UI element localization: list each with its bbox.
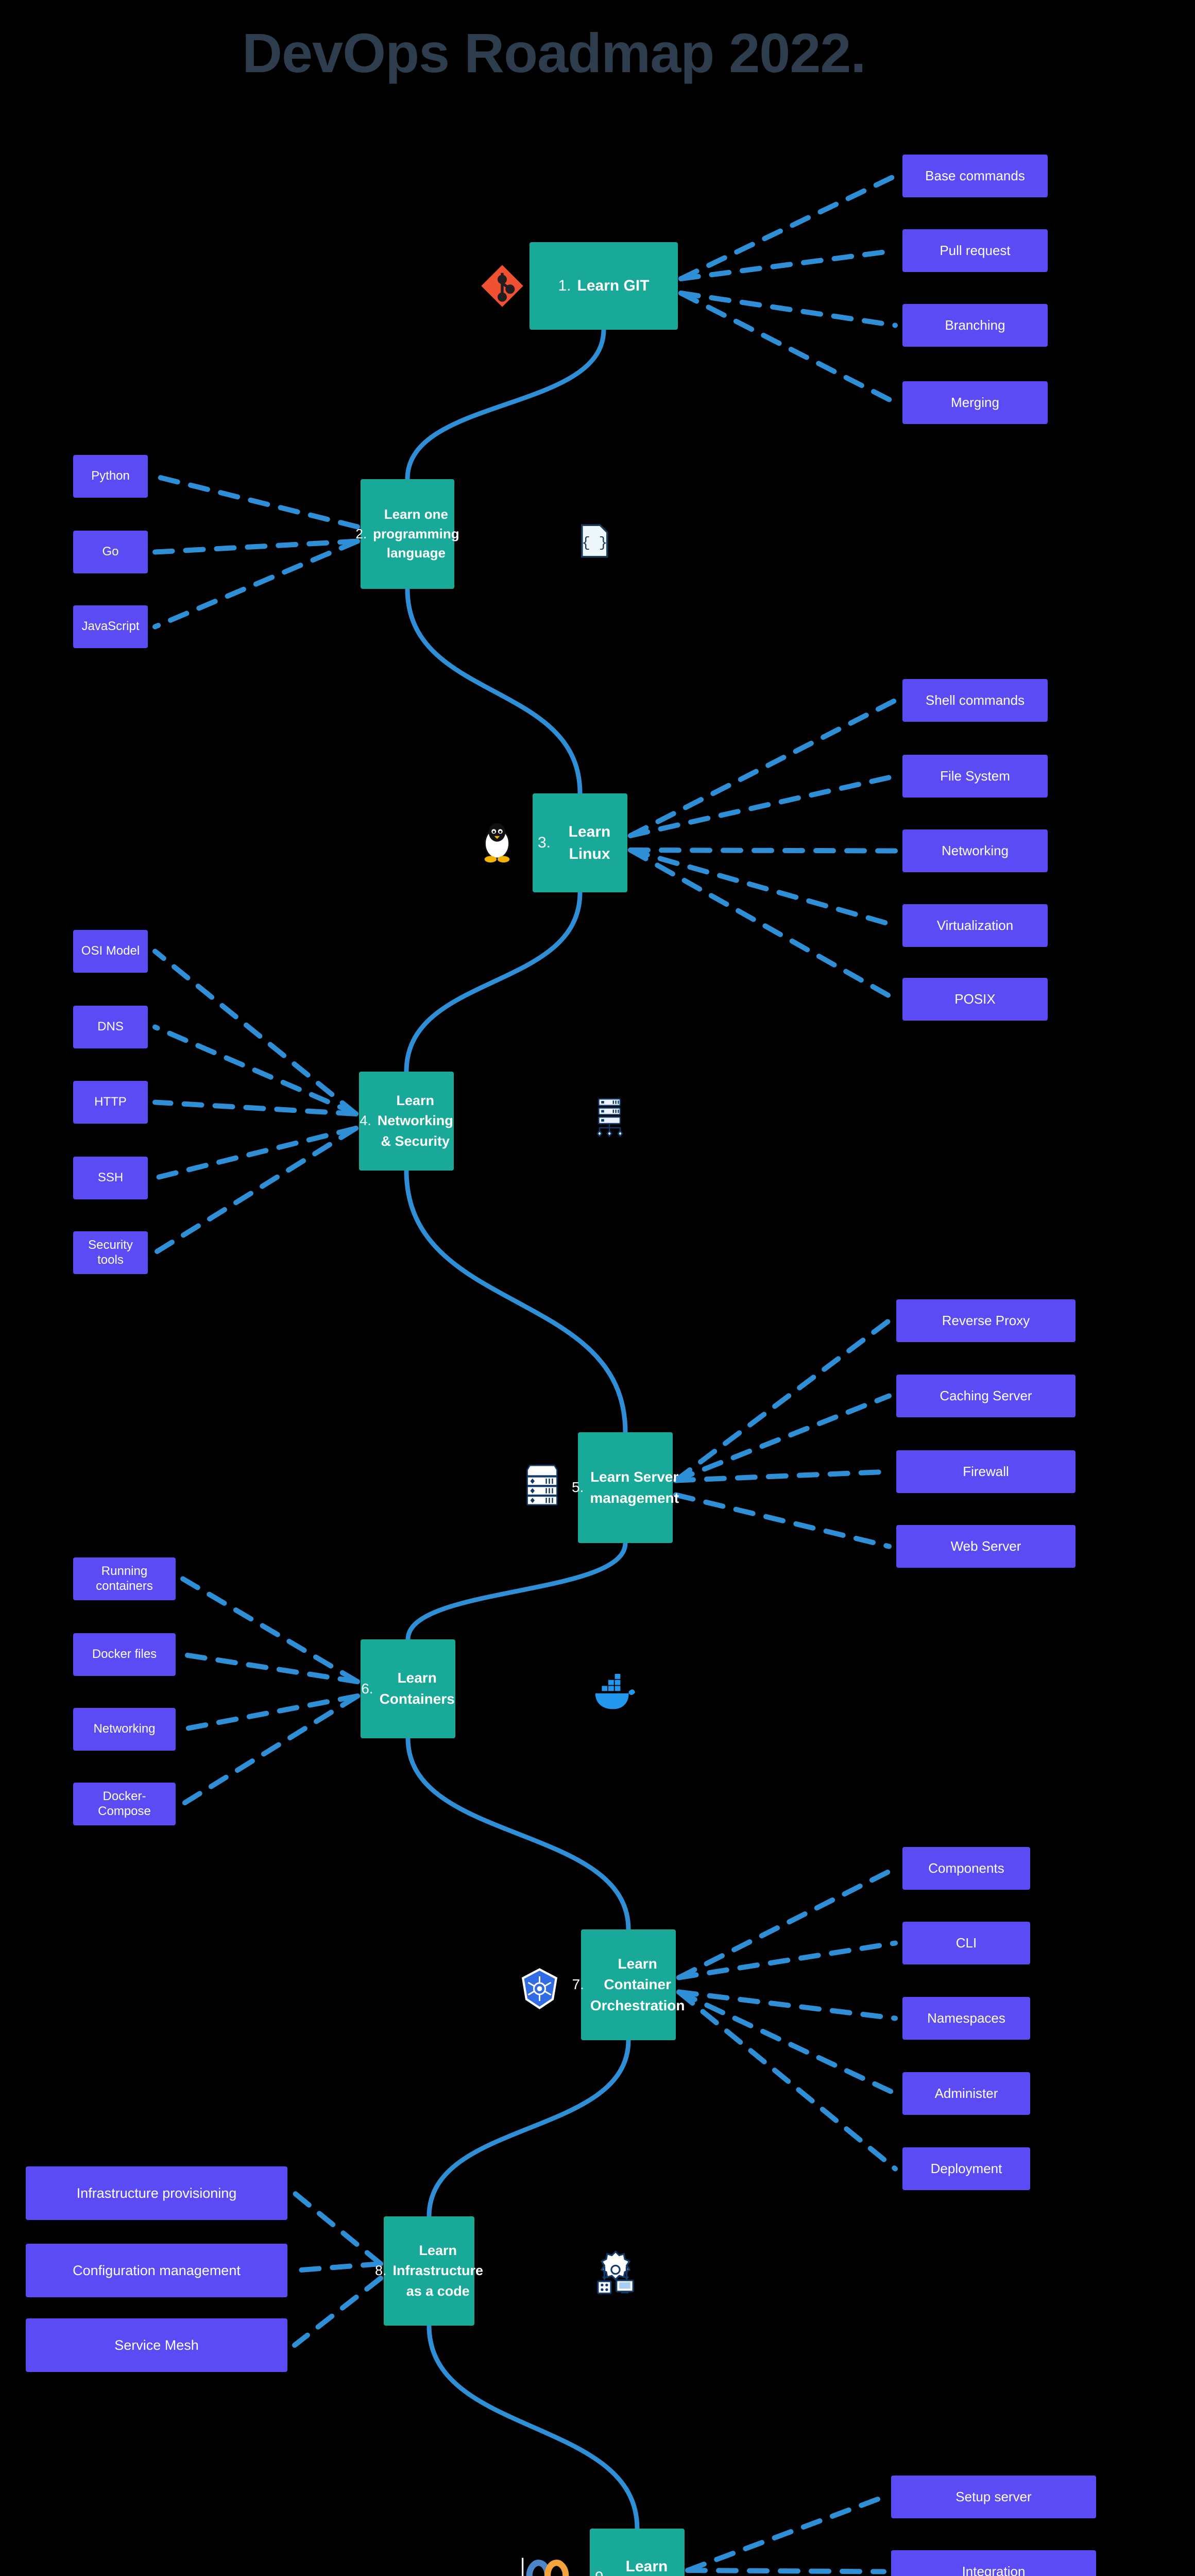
roadmap-step-6[interactable]: 6. Learn Containers <box>361 1639 455 1738</box>
roadmap-topic[interactable]: Branching <box>902 304 1048 347</box>
step-number: 9. <box>595 2566 608 2576</box>
step-title: Learn GIT <box>577 277 650 295</box>
roadmap-topic[interactable]: DNS <box>73 1006 148 1048</box>
roadmap-step-5[interactable]: 5. Learn Server management <box>572 1432 679 1543</box>
infrastructure-gear-icon <box>597 2250 634 2294</box>
roadmap-step-7[interactable]: 7. Learn Container Orchestration <box>572 1929 685 2040</box>
roadmap-topic[interactable]: Docker files <box>73 1633 176 1676</box>
git-icon-wrap <box>479 255 525 317</box>
step-number: 8. <box>374 2263 387 2279</box>
step-title: Learn Container Orchestration <box>590 1955 685 2013</box>
roadmap-topic[interactable]: Components <box>902 1847 1030 1890</box>
roadmap-topic[interactable]: File System <box>902 755 1048 798</box>
step-number: 6. <box>361 1680 373 1697</box>
page-title: DevOps Roadmap 2022. <box>242 22 866 84</box>
network-server-icon-wrap <box>591 1087 633 1144</box>
roadmap-topic[interactable]: Virtualization <box>902 904 1048 947</box>
server-rack-icon <box>526 1465 558 1506</box>
code-file-icon-wrap: { } <box>577 515 613 567</box>
roadmap-step-8[interactable]: 8. Learn Infrastructure as a code <box>375 2216 483 2326</box>
devops-infinity-icon-wrap <box>519 2545 576 2576</box>
roadmap-topic[interactable]: Networking <box>73 1708 176 1751</box>
step-title: Learn Containers <box>379 1670 455 1707</box>
step-title: Learn one programming language <box>373 506 459 561</box>
docker-whale-icon <box>595 1674 636 1709</box>
svg-text:{ }: { } <box>582 535 607 551</box>
kubernetes-helm-icon-wrap <box>518 1958 561 2020</box>
roadmap-topic[interactable]: Security tools <box>73 1231 148 1274</box>
roadmap-topic[interactable]: Namespaces <box>902 1997 1030 2040</box>
roadmap-step-2[interactable]: 2. Learn one programming language <box>355 479 459 589</box>
roadmap-topic[interactable]: Caching Server <box>896 1375 1076 1417</box>
roadmap-topic[interactable]: Pull request <box>902 229 1048 272</box>
step-title: Learn CI/CD <box>625 2557 668 2575</box>
roadmap-topic[interactable]: Integration <box>891 2550 1096 2576</box>
docker-whale-icon-wrap <box>590 1664 636 1721</box>
step-number: 3. <box>538 834 551 852</box>
roadmap-topic[interactable]: OSI Model <box>73 930 148 973</box>
infrastructure-gear-icon-wrap <box>592 2241 639 2303</box>
roadmap-topic[interactable]: Merging <box>902 381 1048 424</box>
roadmap-topic[interactable]: Web Server <box>896 1525 1076 1568</box>
roadmap-topic[interactable]: Networking <box>902 829 1048 872</box>
step-number: 1. <box>558 277 571 295</box>
linux-penguin-icon-wrap <box>474 809 520 871</box>
step-number: 7. <box>572 1976 584 1993</box>
step-title: Learn Server management <box>590 1468 679 1506</box>
step-title: Learn Infrastructure as a code <box>392 2243 484 2299</box>
kubernetes-helm-icon <box>521 1968 558 2009</box>
roadmap-topic[interactable]: Infrastructure provisioning <box>26 2166 287 2220</box>
roadmap-step-9[interactable]: 9. Learn CI/CD <box>590 2529 685 2576</box>
roadmap-step-1[interactable]: 1. Learn GIT <box>530 242 678 330</box>
roadmap-topic[interactable]: Deployment <box>902 2147 1030 2190</box>
roadmap-topic[interactable]: Base commands <box>902 155 1048 197</box>
server-rack-icon-wrap <box>520 1453 564 1515</box>
linux-penguin-icon <box>484 823 510 863</box>
roadmap-topic[interactable]: Running containers <box>73 1557 176 1600</box>
roadmap-topic[interactable]: Firewall <box>896 1450 1076 1493</box>
roadmap-topic[interactable]: Service Mesh <box>26 2318 287 2372</box>
roadmap-topic[interactable]: Python <box>73 455 148 498</box>
roadmap-topic[interactable]: Reverse Proxy <box>896 1299 1076 1342</box>
git-icon <box>481 265 523 307</box>
code-file-icon: { } <box>581 524 608 558</box>
roadmap-topic[interactable]: JavaScript <box>73 605 148 648</box>
step-number: 4. <box>360 1113 371 1129</box>
roadmap-step-3[interactable]: 3. Learn Linux <box>533 793 627 892</box>
roadmap-topic[interactable]: Go <box>73 531 148 573</box>
roadmap-topic[interactable]: Shell commands <box>902 679 1048 722</box>
step-number: 2. <box>355 526 367 541</box>
network-server-icon <box>596 1098 623 1137</box>
roadmap-topic[interactable]: POSIX <box>902 978 1048 1021</box>
step-title: Learn Linux <box>568 823 611 863</box>
roadmap-topic[interactable]: Configuration management <box>26 2244 287 2297</box>
devops-infinity-icon <box>521 2557 569 2576</box>
roadmap-step-4[interactable]: 4. Learn Networking & Security <box>359 1072 454 1171</box>
roadmap-topic[interactable]: SSH <box>73 1157 148 1199</box>
roadmap-topic[interactable]: Docker-Compose <box>73 1783 176 1825</box>
step-title: Learn Networking & Security <box>377 1093 453 1149</box>
roadmap-topic[interactable]: Administer <box>902 2072 1030 2115</box>
roadmap-topic[interactable]: HTTP <box>73 1081 148 1124</box>
roadmap-topic[interactable]: CLI <box>902 1922 1030 1964</box>
roadmap-topic[interactable]: Setup server <box>891 2476 1096 2518</box>
step-number: 5. <box>571 1479 584 1496</box>
